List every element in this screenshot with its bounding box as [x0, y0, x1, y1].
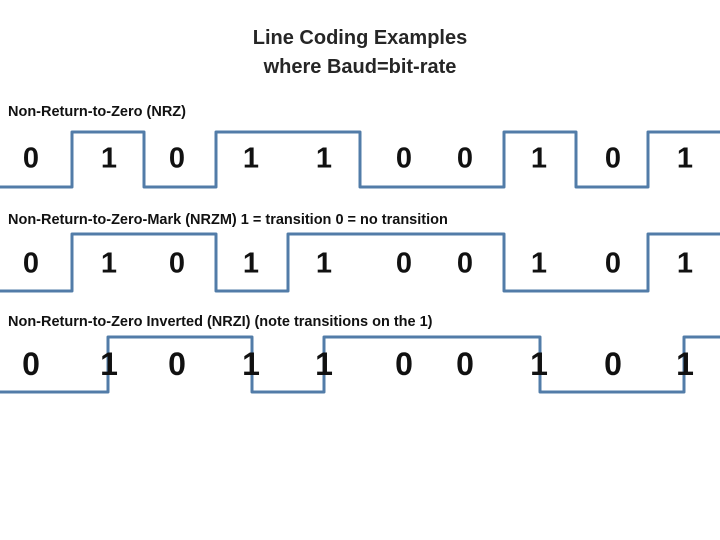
title-line-1: Line Coding Examples	[252, 27, 468, 49]
label-nrzm: Non-Return-to-Zero-Mark (NRZM) 1 = trans…	[8, 212, 448, 228]
waveform-nrzm	[0, 232, 720, 293]
label-nrzi: Non-Return-to-Zero Inverted (NRZI) (note…	[8, 314, 433, 330]
title-line-2: where Baud=bit-rate	[263, 56, 457, 78]
label-nrz: Non-Return-to-Zero (NRZ)	[8, 104, 186, 120]
slide-title: Line Coding Examples where Baud=bit-rate	[0, 24, 720, 82]
waveform-nrz	[0, 130, 720, 189]
waveform-nrzi	[0, 335, 720, 394]
